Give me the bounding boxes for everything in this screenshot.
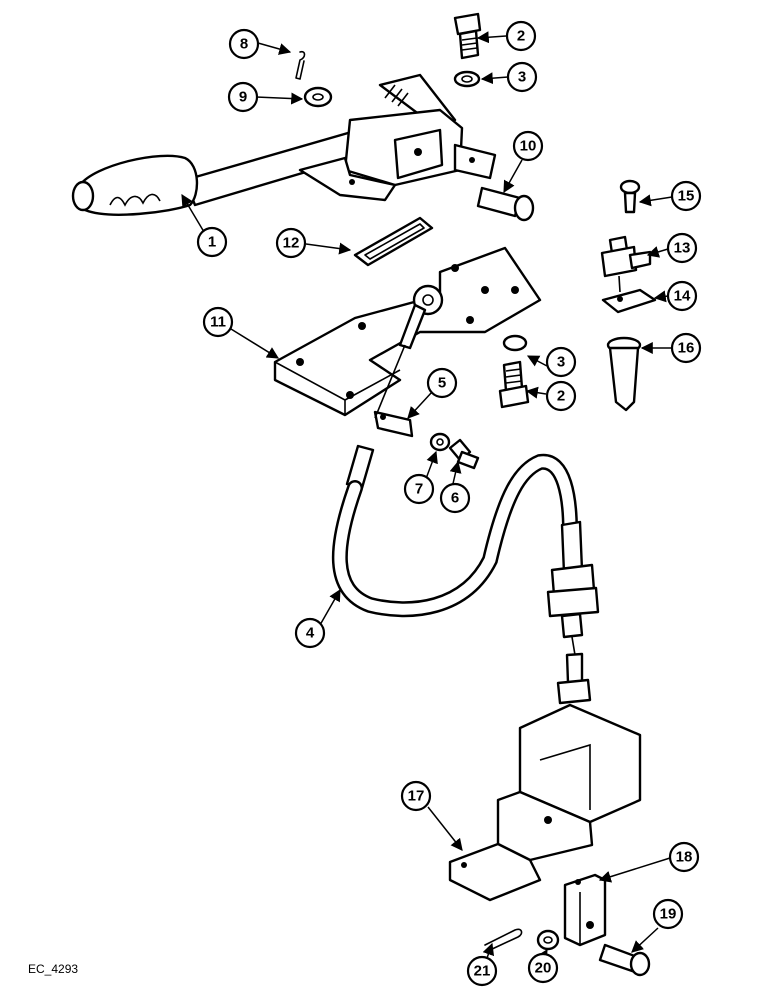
bolt-middle <box>448 438 480 470</box>
callout-label: 3 <box>518 69 526 86</box>
callout-6: 6 <box>439 482 471 514</box>
callout-label: 5 <box>438 375 446 392</box>
callout-label: 15 <box>678 188 695 205</box>
callout-14: 14 <box>666 280 698 312</box>
callout-20: 20 <box>527 952 559 984</box>
cable-bracket <box>448 703 642 902</box>
callout-16: 16 <box>670 332 702 364</box>
callout-18: 18 <box>668 841 700 873</box>
clevis-pin-bottom <box>598 943 651 977</box>
callout-label: 1 <box>208 234 216 251</box>
callout-label: 19 <box>660 906 677 923</box>
callout-label: 18 <box>676 849 693 866</box>
reference-code: EC_4293 <box>28 962 79 976</box>
callout-3-middle: 3 <box>545 346 577 378</box>
lock-washer-top <box>453 70 481 88</box>
callout-label: 10 <box>520 138 537 155</box>
callout-10: 10 <box>512 130 544 162</box>
callout-17: 17 <box>400 780 432 812</box>
washer-bottom <box>536 929 560 951</box>
callout-label: 3 <box>557 354 565 371</box>
leader-lines <box>181 31 673 963</box>
screw <box>619 179 641 214</box>
callout-1: 1 <box>196 226 228 258</box>
split-pin-top <box>295 50 306 80</box>
callout-label: 6 <box>451 490 459 507</box>
bolt-top <box>453 12 482 60</box>
callout-2-top: 2 <box>505 20 537 52</box>
callout-7: 7 <box>403 473 435 505</box>
callout-label: 9 <box>239 89 247 106</box>
switch-plate <box>601 288 657 314</box>
slot-gaiter <box>353 216 434 267</box>
callout-21: 21 <box>466 955 498 987</box>
warning-switch <box>600 235 652 293</box>
switch-boot <box>606 336 642 412</box>
callout-5: 5 <box>426 367 458 399</box>
handbrake-lever <box>71 73 497 216</box>
callout-12: 12 <box>275 227 307 259</box>
callout-4: 4 <box>294 617 326 649</box>
callout-13: 13 <box>666 232 698 264</box>
washer-top <box>303 86 333 108</box>
callout-label: 11 <box>210 314 226 331</box>
cable-eye-end <box>398 284 444 350</box>
brake-cable <box>331 344 600 705</box>
callout-label: 17 <box>408 788 425 805</box>
clevis-pin-top <box>476 186 535 222</box>
callout-label: 13 <box>674 240 691 257</box>
cable-clip <box>373 410 414 438</box>
callout-8: 8 <box>228 28 260 60</box>
callout-label: 21 <box>474 963 491 980</box>
callout-label: 7 <box>415 481 423 498</box>
lock-washer-middle <box>502 334 528 352</box>
callout-3-top: 3 <box>506 61 538 93</box>
cable-clevis <box>563 873 607 947</box>
callout-label: 8 <box>240 36 248 53</box>
callout-label: 20 <box>535 960 552 977</box>
callout-19: 19 <box>652 898 684 930</box>
bolt-middle-vertical <box>498 360 530 409</box>
callout-9: 9 <box>227 81 259 113</box>
callout-label: 12 <box>283 235 300 252</box>
callout-label: 2 <box>517 28 525 45</box>
callout-2-middle: 2 <box>545 380 577 412</box>
callout-label: 2 <box>557 388 565 405</box>
callout-label: 4 <box>306 625 315 642</box>
split-pin-bottom <box>484 928 523 951</box>
washer-middle <box>429 432 451 452</box>
callout-11: 11 <box>202 306 234 338</box>
callout-15: 15 <box>670 180 702 212</box>
callout-label: 16 <box>678 340 695 357</box>
callout-label: 14 <box>674 288 691 305</box>
